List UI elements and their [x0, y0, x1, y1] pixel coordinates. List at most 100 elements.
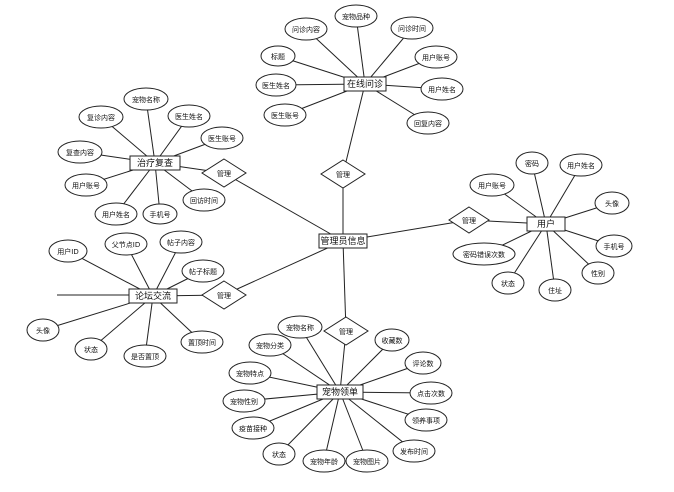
attribute-label: 帖子内容 [167, 238, 195, 247]
attribute-ellipse [406, 111, 450, 135]
attribute-p9 [231, 416, 275, 440]
attribute-label: 是否置顶 [131, 353, 159, 361]
attribute-c4 [260, 45, 296, 67]
attribute-label: 状态 [272, 450, 286, 459]
attribute-label: 性别 [591, 269, 605, 278]
attribute-t1 [123, 87, 169, 111]
attribute-u5 [452, 242, 516, 266]
attribute-ellipse [404, 351, 442, 375]
attribute-u3 [559, 153, 603, 177]
relation-connector [342, 240, 347, 332]
entity-box-forum [128, 288, 178, 304]
attribute-label: 医生姓名 [175, 112, 203, 121]
attribute-label: 领养事项 [412, 416, 440, 425]
attribute-label: 复诊内容 [87, 113, 115, 122]
attribute-t3 [167, 104, 211, 128]
attribute-label: 问诊内容 [292, 25, 320, 34]
attribute-label: 密码错误次数 [463, 250, 505, 259]
attribute-ellipse [392, 439, 436, 463]
attribute-p1 [277, 315, 323, 339]
attribute-ellipse [515, 151, 549, 175]
attribute-ellipse [302, 449, 346, 473]
entity-label: 在线问诊 [347, 78, 383, 90]
attribute-c3 [390, 16, 434, 40]
attribute-label: 用户账号 [478, 181, 506, 190]
attribute-ellipse [180, 330, 224, 354]
attribute-p4 [404, 351, 442, 375]
attribute-c5 [414, 45, 458, 69]
attribute-ellipse [263, 103, 307, 127]
relation-label: 管理 [217, 169, 231, 178]
diagram-nodes: 问诊内容宠物品种问诊时间标题用户账号医生姓名用户姓名医生账号回复内容宠物名称复诊… [26, 4, 633, 473]
attribute-ellipse [231, 416, 275, 440]
relation-label: 管理 [336, 170, 350, 179]
attribute-c9 [406, 111, 450, 135]
attribute-label: 用户姓名 [567, 161, 595, 170]
attribute-f1 [48, 239, 88, 263]
attribute-ellipse [594, 191, 630, 215]
entity-box-user [526, 216, 566, 232]
attribute-label: 医生姓名 [262, 81, 290, 90]
attribute-u1 [469, 173, 515, 197]
attribute-t6 [64, 173, 108, 197]
attribute-t8 [142, 203, 178, 225]
attribute-ellipse [78, 105, 124, 129]
attribute-ellipse [123, 87, 169, 111]
attribute-ellipse [74, 337, 108, 361]
attribute-ellipse [57, 140, 103, 164]
relation-diamond-r_treat [201, 158, 247, 188]
attribute-u4 [594, 191, 630, 215]
attribute-f2 [104, 232, 148, 256]
attribute-ellipse [228, 361, 272, 385]
attribute-t9 [182, 188, 226, 212]
attribute-label: 疫苗接种 [239, 424, 267, 433]
attribute-ellipse [409, 381, 453, 405]
attribute-ellipse [559, 153, 603, 177]
attribute-p11 [302, 449, 346, 473]
attribute-label: 宠物性别 [230, 397, 258, 406]
relation-connector [342, 83, 366, 175]
entity-box-consult [343, 76, 387, 92]
attribute-u6 [595, 234, 633, 258]
attribute-label: 手机号 [150, 210, 171, 219]
attribute-ellipse [159, 230, 203, 254]
attribute-label: 用户姓名 [428, 85, 456, 94]
attribute-connector [339, 391, 415, 452]
relation-label: 管理 [339, 327, 353, 336]
attribute-f5 [26, 318, 60, 342]
attribute-p12 [345, 449, 389, 473]
attribute-ellipse [200, 126, 244, 150]
attribute-f8 [180, 330, 224, 354]
entity-label: 管理员信息 [320, 235, 365, 247]
attribute-ellipse [345, 449, 389, 473]
attribute-label: 状态 [501, 279, 515, 288]
attribute-label: 宠物年龄 [310, 457, 338, 466]
attribute-p7 [222, 389, 266, 413]
attribute-ellipse [181, 259, 225, 283]
attribute-ellipse [277, 315, 323, 339]
attribute-c1 [284, 17, 328, 41]
entity-label: 论坛交流 [135, 290, 171, 302]
attribute-ellipse [262, 442, 296, 466]
attribute-ellipse [48, 239, 88, 263]
attribute-t7 [94, 202, 138, 226]
attribute-label: 点击次数 [417, 389, 445, 398]
attribute-c6 [255, 73, 297, 97]
attribute-label: 父节点ID [112, 241, 140, 249]
attribute-ellipse [390, 16, 434, 40]
attribute-ellipse [167, 104, 211, 128]
attribute-ellipse [123, 344, 167, 368]
relation-diamond-r_pet [323, 316, 369, 346]
attribute-label: 帖子标题 [189, 267, 217, 276]
attribute-p13 [392, 439, 436, 463]
attribute-label: 回访时间 [190, 196, 218, 205]
attribute-t2 [78, 105, 124, 129]
attribute-label: 宠物品种 [342, 12, 370, 21]
attribute-ellipse [255, 73, 297, 97]
attribute-ellipse [538, 278, 572, 302]
attribute-ellipse [26, 318, 60, 342]
attribute-f3 [159, 230, 203, 254]
attribute-f7 [123, 344, 167, 368]
attribute-ellipse [64, 173, 108, 197]
entity-box-admin [318, 233, 368, 249]
